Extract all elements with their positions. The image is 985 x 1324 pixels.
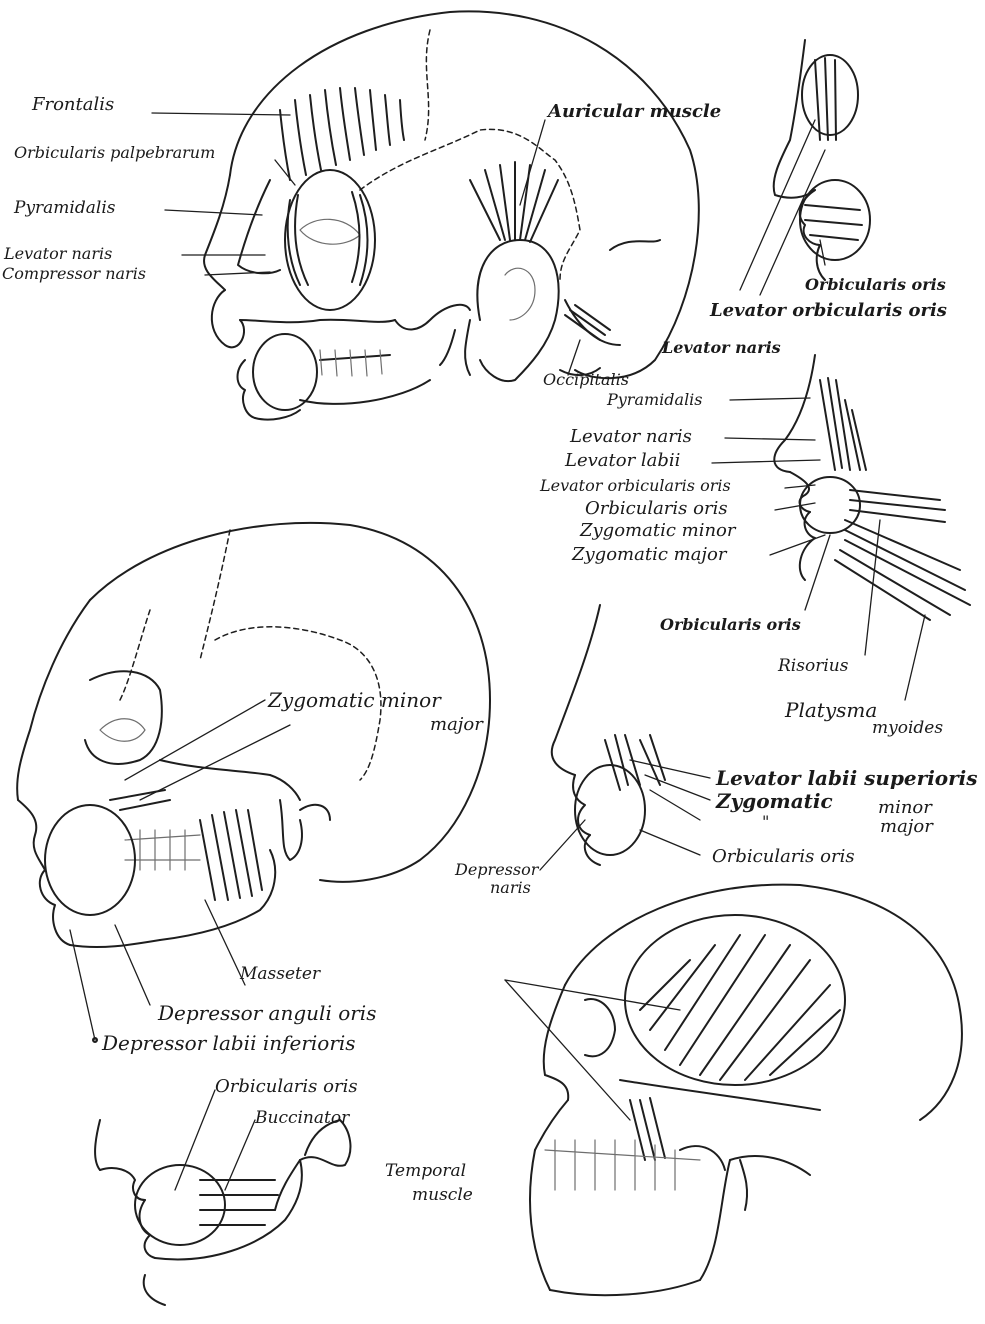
label-levator-naris: Levator naris — [4, 246, 112, 262]
label-platysma: Platysma — [785, 700, 877, 720]
label-levator-labii-superioris: Levator labii superioris — [716, 768, 978, 788]
label-zygomatic-p5: Zygomatic — [716, 791, 833, 811]
label-occipitalis: Occipitalis — [543, 372, 629, 388]
label-minor-p5: minor — [878, 799, 932, 817]
label-pyramidalis: Pyramidalis — [14, 200, 115, 217]
profile-mouth-mid-right — [540, 605, 710, 870]
label-orbicularis-oris-p2: Orbicularis oris — [805, 277, 946, 293]
skull-bottom-right — [505, 885, 962, 1296]
label-frontalis: Frontalis — [32, 96, 114, 114]
label-orbicularis-oris-p6: Orbicularis oris — [215, 1078, 358, 1096]
label-ditto-p5: " — [762, 814, 769, 830]
label-depressor: Depressor — [455, 862, 538, 878]
label-orbicularis-oris-lower: Orbicularis oris — [660, 617, 801, 633]
label-zygomatic-minor-p3: Zygomatic minor — [580, 522, 736, 540]
label-orbicularis-palpebrarum: Orbicularis palpebrarum — [14, 145, 215, 161]
label-compressor-naris: Compressor naris — [2, 266, 146, 282]
label-buccinator: Buccinator — [255, 1110, 349, 1127]
label-major-p4: major — [430, 716, 483, 734]
label-orbicularis-oris-p5: Orbicularis oris — [712, 848, 855, 866]
skull-top-left — [152, 11, 699, 419]
label-orbicularis-oris-p3: Orbicularis oris — [585, 500, 728, 518]
label-major-p5: major — [880, 818, 933, 836]
label-risorius: Risorius — [778, 658, 848, 675]
label-levator-labii: Levator labii — [565, 452, 680, 470]
label-temporal: Temporal — [385, 1163, 466, 1180]
profile-lips-top-right — [740, 40, 870, 295]
label-naris: naris — [490, 880, 531, 896]
profile-nose-mouth-right — [712, 355, 970, 700]
label-myoides: myoides — [872, 720, 943, 737]
label-levator-naris-p3: Levator naris — [570, 428, 692, 446]
label-muscle: muscle — [412, 1187, 473, 1204]
label-auricular-muscle: Auricular muscle — [548, 103, 721, 121]
label-levator-orbicularis-oris-p3: Levator orbicularis oris — [540, 478, 731, 494]
label-masseter: Masseter — [240, 966, 320, 983]
label-depressor-labii-inferioris: Depressor labii inferioris — [102, 1033, 356, 1053]
label-depressor-anguli-oris: Depressor anguli oris — [158, 1003, 376, 1023]
label-zygomatic-major-p3: Zygomatic major — [572, 546, 726, 564]
label-zygomatic-minor-p4: Zygomatic minor — [268, 690, 441, 710]
label-pyramidalis-p3: Pyramidalis — [607, 392, 703, 408]
label-levator-naris-top: Levator naris — [662, 340, 781, 356]
label-levator-orbicularis-oris-p2: Levator orbicularis oris — [710, 302, 947, 320]
